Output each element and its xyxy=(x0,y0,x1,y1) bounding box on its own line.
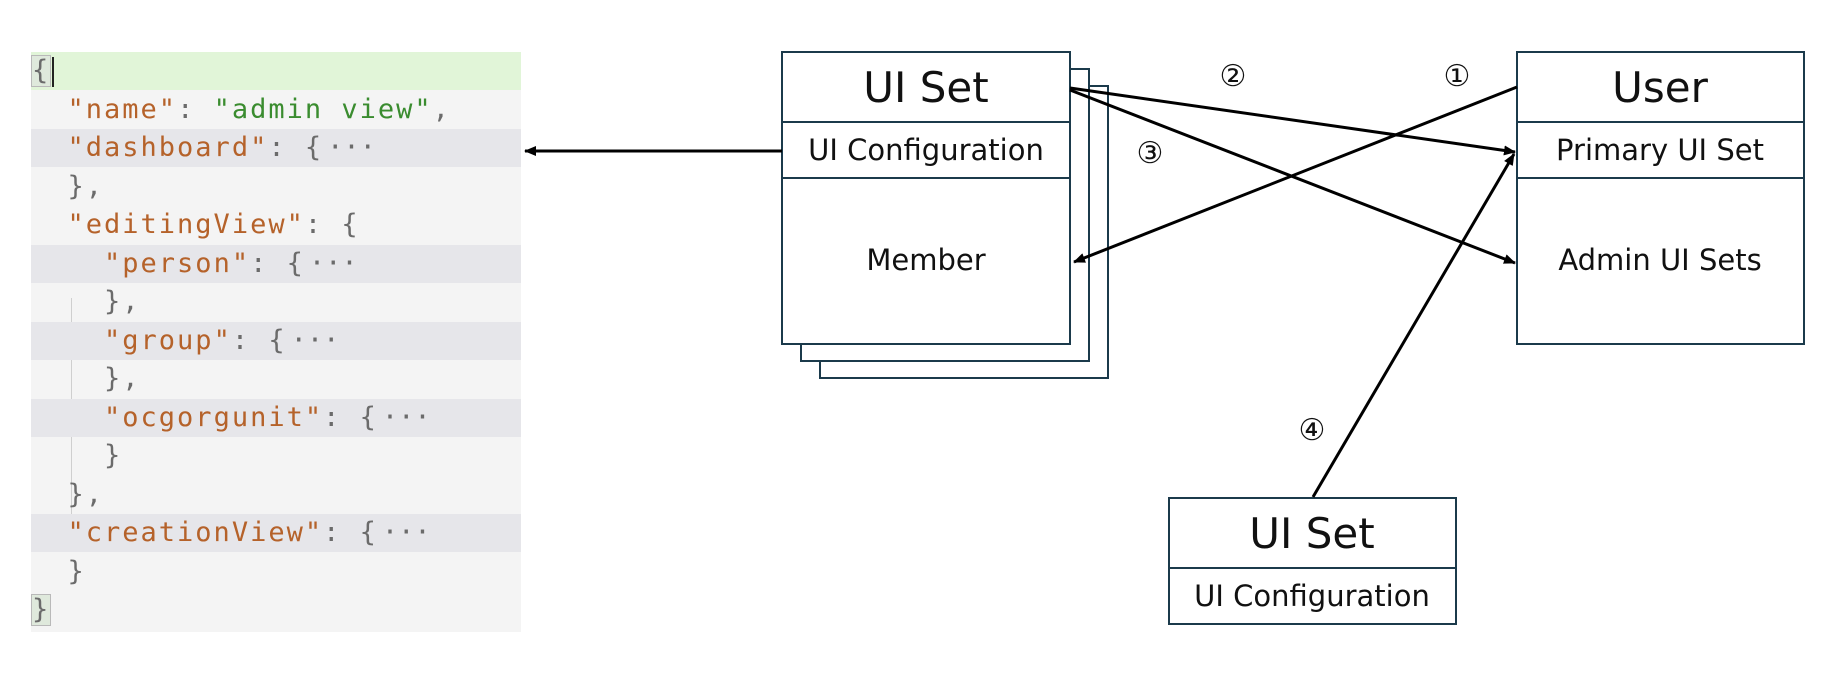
json-colon: : xyxy=(250,247,287,279)
step-two-marker: ② xyxy=(1220,59,1247,94)
open-brace: { xyxy=(268,324,287,356)
user-title: User xyxy=(1612,63,1708,112)
fold-ellipsis-icon[interactable]: ··· xyxy=(381,517,431,548)
fold-ellipsis-icon[interactable]: ··· xyxy=(381,401,431,433)
json-colon: : xyxy=(231,324,269,356)
open-brace: { xyxy=(304,132,324,163)
close-brace: }, xyxy=(67,170,105,202)
code-line: "name": "admin view", xyxy=(31,91,521,129)
code-line: "dashboard": {··· xyxy=(31,129,521,167)
json-code-panel: { "name": "admin view", "dashboard": {··… xyxy=(31,52,521,632)
user-box: User Primary UI Set Admin UI Sets xyxy=(1516,51,1805,345)
code-line: }, xyxy=(31,476,521,514)
code-line: "person": {··· xyxy=(31,244,521,283)
code-line: }, xyxy=(31,360,521,398)
close-brace: }, xyxy=(104,286,141,317)
json-key: "name" xyxy=(67,93,178,125)
fold-ellipsis-icon[interactable]: ··· xyxy=(327,132,376,163)
code-line: }, xyxy=(31,283,521,321)
open-brace: { xyxy=(359,517,378,548)
json-comma: , xyxy=(432,93,451,125)
admin-ui-sets-field: Admin UI Sets xyxy=(1558,243,1761,277)
text-cursor xyxy=(52,56,55,87)
code-line: { xyxy=(31,52,521,90)
step-one-marker: ① xyxy=(1444,59,1471,94)
json-key: "creationView" xyxy=(67,517,324,548)
code-line: }, xyxy=(31,168,521,206)
code-line: } xyxy=(31,437,521,475)
close-brace: }, xyxy=(104,363,141,394)
close-brace: } xyxy=(31,594,52,626)
close-brace: }, xyxy=(67,478,105,510)
ui-configuration-field: UI Configuration xyxy=(808,133,1044,167)
json-key: "editingView" xyxy=(67,209,305,240)
open-brace: { xyxy=(359,401,378,433)
json-colon: : xyxy=(323,401,360,433)
arrow-bottom-to-primary xyxy=(1311,153,1516,498)
code-line: "creationView": {··· xyxy=(31,514,521,552)
arrow-user-to-member xyxy=(1073,85,1518,264)
fold-ellipsis-icon[interactable]: ··· xyxy=(290,324,340,356)
open-brace: { xyxy=(286,247,305,279)
member-field: Member xyxy=(866,243,985,277)
json-key: "person" xyxy=(104,247,251,279)
ui-set-main-box: UI Set UI Configuration Member xyxy=(781,51,1071,345)
primary-ui-set-field: Primary UI Set xyxy=(1556,133,1764,167)
json-colon: : xyxy=(323,517,360,548)
code-line: } xyxy=(31,591,521,629)
code-line: "group": {··· xyxy=(31,321,521,360)
arrow-ui-set-to-admin xyxy=(1069,88,1516,265)
json-key: "ocgorgunit" xyxy=(104,401,324,433)
step-four-marker: ④ xyxy=(1299,413,1326,448)
json-key: "dashboard" xyxy=(67,132,269,163)
open-brace: { xyxy=(341,209,360,240)
code-line: "editingView": { xyxy=(31,206,521,244)
json-colon: : xyxy=(304,209,342,240)
close-brace: } xyxy=(104,440,123,471)
ui-set-bottom-box: UI Set UI Configuration xyxy=(1168,497,1457,625)
close-brace: } xyxy=(67,555,86,587)
json-colon: : xyxy=(268,132,305,163)
step-three-marker: ③ xyxy=(1137,136,1164,171)
fold-ellipsis-icon[interactable]: ··· xyxy=(308,247,358,279)
arrow-ui-set-to-primary xyxy=(1069,86,1516,156)
ui-set-title: UI Set xyxy=(863,63,988,112)
json-string-value: "admin view" xyxy=(213,93,433,125)
code-line: } xyxy=(31,553,521,591)
open-brace: { xyxy=(31,55,52,87)
json-colon: : xyxy=(177,93,214,125)
ui-set-bottom-title: UI Set xyxy=(1249,509,1374,558)
ui-configuration-bottom-field: UI Configuration xyxy=(1194,579,1430,613)
json-key: "group" xyxy=(104,324,232,356)
code-line: "ocgorgunit": {··· xyxy=(31,398,521,437)
